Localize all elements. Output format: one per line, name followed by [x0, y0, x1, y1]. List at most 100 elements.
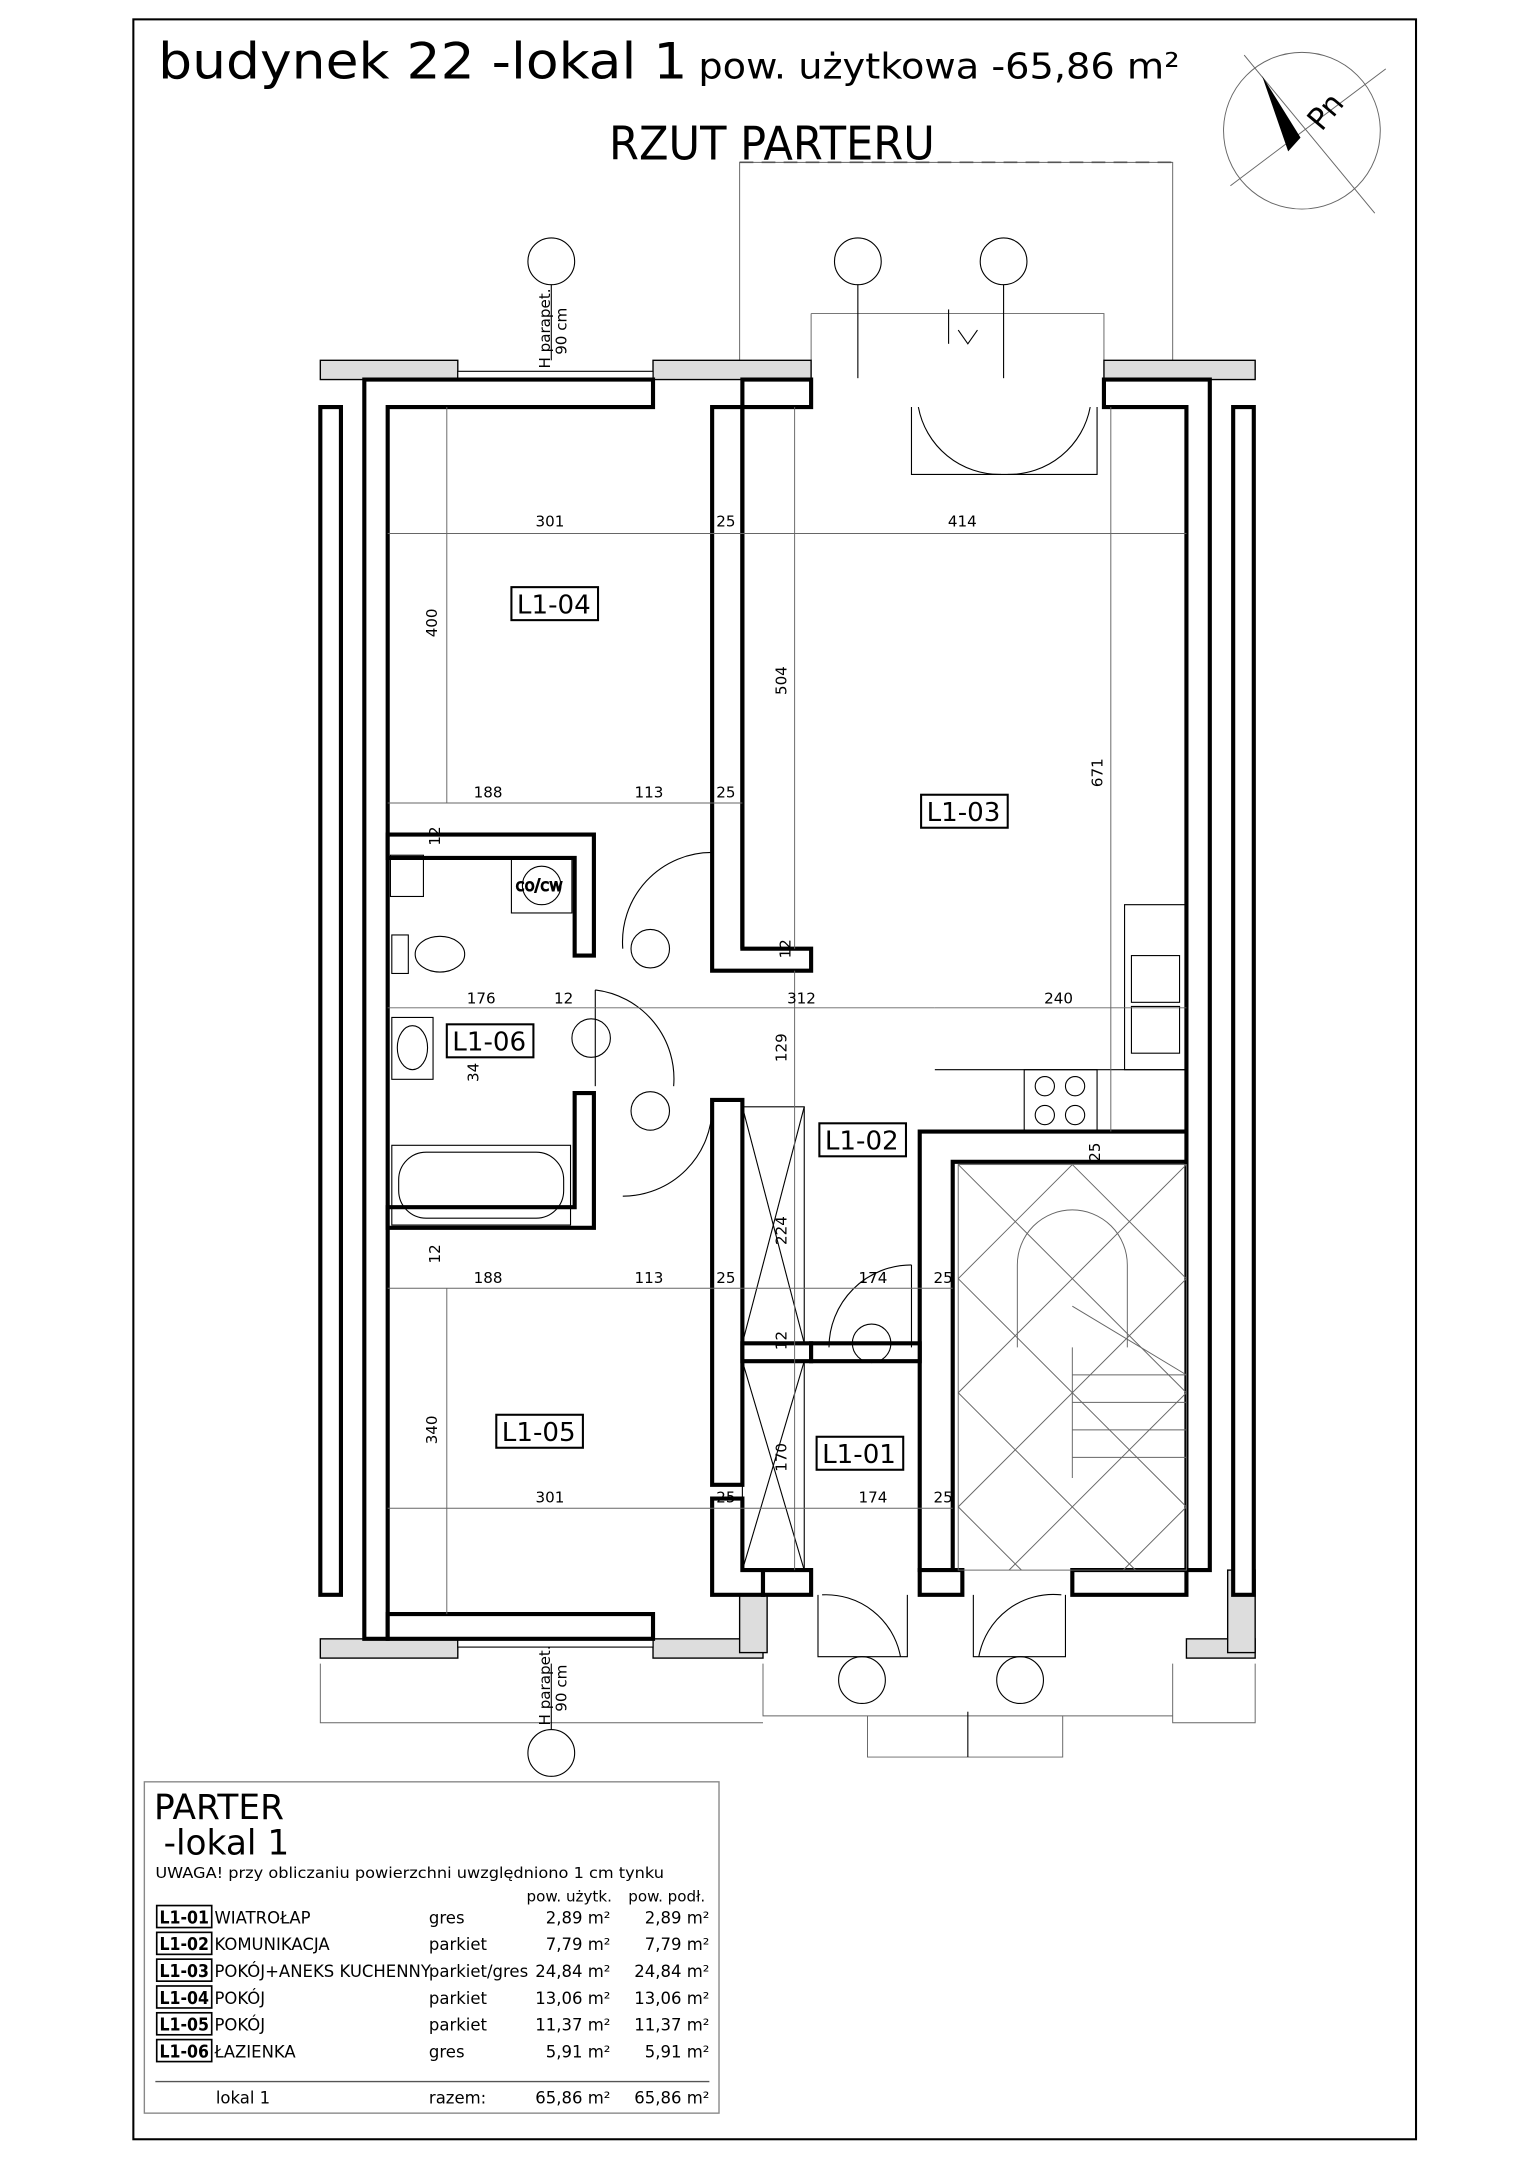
dimension-label: 188: [474, 1269, 503, 1287]
room-name: KOMUNIKACJA: [214, 1935, 330, 1954]
dimension-label: 671: [1089, 758, 1107, 787]
room-usable-area: 11,37 m²: [535, 2016, 610, 2035]
dimension-label: 113: [634, 1269, 663, 1287]
total-name: lokal 1: [216, 2089, 270, 2108]
plan-title: budynek 22 -lokal 1: [158, 32, 687, 90]
room-usable-area: 5,91 m²: [546, 2042, 611, 2061]
dimension-label: 340: [423, 1415, 441, 1444]
dimension-label: 240: [1044, 990, 1073, 1008]
dimension-label: 12: [772, 1331, 790, 1350]
room-finish: parkiet: [429, 1935, 488, 1954]
dimension-label: 312: [787, 990, 816, 1008]
dimension-label: 25: [716, 1489, 735, 1507]
dimension-label: 414: [948, 513, 977, 531]
dimension-label: 12: [426, 1244, 444, 1263]
dimension-label: 25: [933, 1269, 952, 1287]
room-id: L1-05: [159, 2015, 208, 2036]
parapet-note-bottom-2: 90 cm: [552, 1665, 570, 1712]
room-usable-area: 7,79 m²: [546, 1935, 611, 1954]
staircase: [957, 1164, 1187, 1571]
wardrobes: [741, 1106, 805, 1571]
room-label-l1-04: L1-04: [517, 590, 591, 620]
dimension-label: 34: [464, 1063, 482, 1082]
room-label-l1-05: L1-05: [502, 1418, 576, 1448]
parapet-note-top-2: 90 cm: [552, 308, 570, 355]
room-usable-area: 24,84 m²: [535, 1962, 610, 1981]
room-id: L1-04: [159, 1988, 208, 2009]
total-floor: 65,86 m²: [634, 2089, 709, 2108]
bathroom-fittings: co/cw: [389, 854, 573, 1226]
legend-row: L1-02 KOMUNIKACJA parkiet 7,79 m² 7,79 m²: [155, 1931, 710, 1955]
legend-row: L1-01 WIATROŁAP gres 2,89 m² 2,89 m²: [155, 1904, 710, 1928]
room-id: L1-01: [159, 1907, 208, 1928]
dimension-label: 25: [933, 1489, 952, 1507]
plan-subtitle: RZUT PARTERU: [609, 118, 935, 172]
room-finish: parkiet: [429, 2016, 488, 2035]
dimension-lines: [387, 407, 1187, 1615]
room-name: POKÓJ+ANEKS KUCHENNY: [214, 1962, 431, 1981]
room-usable-area: 2,89 m²: [546, 1908, 611, 1927]
parapet-note-top-1: H parapet.: [536, 288, 554, 368]
total-usable: 65,86 m²: [535, 2089, 610, 2108]
dimension-label: 170: [772, 1443, 790, 1472]
room-finish: parkiet: [429, 1989, 488, 2008]
dimension-label: 174: [859, 1269, 888, 1287]
room-id: L1-03: [159, 1961, 208, 1982]
legend-row: L1-04 POKÓJ parkiet 13,06 m² 13,06 m²: [155, 1985, 709, 2009]
axis-markers: [527, 237, 1045, 1777]
dimension-label: 12: [554, 990, 573, 1008]
legend-subtitle: -lokal 1: [164, 1824, 290, 1864]
legend-note: UWAGA! przy obliczaniu powierzchni uwzgl…: [155, 1864, 664, 1882]
kitchen-fittings: [934, 904, 1187, 1133]
room-floor-area: 2,89 m²: [645, 1908, 710, 1927]
area-legend: PARTER -lokal 1 UWAGA! przy obliczaniu p…: [143, 1781, 720, 2114]
doors: [571, 406, 1098, 1658]
dimension-label: 176: [467, 990, 496, 1008]
room-label-l1-02: L1-02: [825, 1126, 899, 1156]
boiler-label: co/cw: [516, 876, 563, 895]
dimension-label: 301: [535, 1489, 564, 1507]
dimension-label: 25: [716, 1269, 735, 1287]
north-arrow-icon: Pn: [1223, 51, 1387, 214]
total-label: razem:: [429, 2089, 486, 2108]
usable-area: pow. użytkowa -65,86 m²: [698, 46, 1179, 87]
north-label: Pn: [1301, 87, 1352, 138]
room-floor-area: 7,79 m²: [645, 1935, 710, 1954]
room-name: WIATROŁAP: [214, 1908, 310, 1927]
room-name: POKÓJ: [214, 2016, 265, 2035]
room-usable-area: 13,06 m²: [535, 1989, 610, 2008]
room-finish: parkiet/gres: [429, 1962, 528, 1981]
dimension-label: 129: [772, 1033, 790, 1062]
sheet-frame: [132, 18, 1418, 2141]
col-floor-header: pow. podł.: [628, 1887, 705, 1905]
room-floor-area: 5,91 m²: [645, 2042, 710, 2061]
dimension-label: 12: [426, 826, 444, 845]
legend-title: PARTER: [154, 1788, 284, 1828]
room-floor-area: 24,84 m²: [634, 1962, 709, 1981]
parapet-note-bottom-1: H parapet.: [536, 1645, 554, 1725]
room-id: L1-02: [159, 1934, 208, 1955]
room-finish: gres: [429, 2042, 465, 2061]
col-usable-header: pow. użytk.: [527, 1887, 612, 1905]
dimension-label: 400: [423, 608, 441, 637]
room-label-l1-03: L1-03: [927, 798, 1001, 828]
room-label-l1-06: L1-06: [452, 1027, 526, 1057]
dimension-label: 301: [535, 513, 564, 531]
dimension-label: 113: [634, 783, 663, 801]
dimension-label: 174: [859, 1489, 888, 1507]
dimension-label: 188: [474, 783, 503, 801]
dimension-label: 25: [716, 513, 735, 531]
room-finish: gres: [429, 1908, 465, 1927]
dimension-label: 504: [772, 666, 790, 695]
room-name: POKÓJ: [214, 1989, 265, 2008]
room-floor-area: 13,06 m²: [634, 1989, 709, 2008]
walls: [318, 377, 1256, 1641]
room-id: L1-06: [159, 2041, 208, 2062]
exterior-walls: [319, 359, 1256, 1659]
room-label-l1-01: L1-01: [822, 1440, 896, 1470]
dimension-label: 224: [772, 1216, 790, 1245]
